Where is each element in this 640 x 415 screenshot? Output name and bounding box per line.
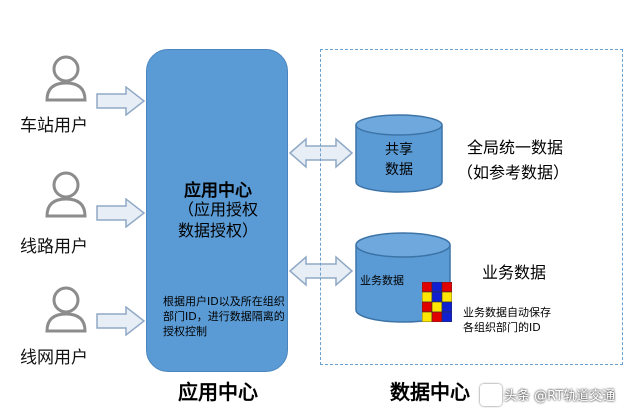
arrow-right-icon [96, 198, 146, 228]
app-center-box: 应用中心 （应用授权 数据授权） 根据用户ID以及所在组织部门ID，进行数据隔离… [146, 49, 288, 372]
app-center-subtitle-1: （应用授权 [177, 200, 258, 219]
org-id-grid [422, 282, 452, 322]
business-data-label: 业务数据 [360, 274, 404, 287]
user-label-line: 线路用户 [20, 237, 88, 257]
watermark-logo-icon [480, 384, 502, 406]
arrow-right-icon [96, 86, 146, 116]
user-icon [45, 55, 87, 102]
double-arrow-icon [288, 255, 354, 287]
app-center-subtitle-2: 数据授权） [177, 221, 258, 240]
data-center-box [320, 49, 623, 365]
shared-desc-line-2: （如参考数据） [457, 163, 570, 182]
user-label-station: 车站用户 [20, 116, 88, 136]
business-data-title: 业务数据 [482, 263, 547, 282]
app-center-title: 应用中心 [184, 181, 252, 201]
arrow-right-icon [96, 306, 146, 336]
shared-desc-line-1: 全局统一数据 [467, 138, 564, 157]
shared-data-cylinder [355, 114, 443, 193]
double-arrow-icon [288, 137, 354, 169]
shared-data-label-1: 共享 [385, 142, 413, 158]
business-desc-line-2: 各组织部门的ID [463, 321, 541, 334]
shared-data-label-2: 数据 [385, 162, 413, 178]
app-center-note: 根据用户ID以及所在组织部门ID，进行数据隔离的授权控制 [163, 295, 285, 338]
user-icon [45, 286, 87, 333]
app-center-footer: 应用中心 [178, 380, 258, 404]
user-icon [45, 171, 87, 218]
watermark-text: 头条 @RT轨道交通 [504, 389, 616, 404]
data-center-footer: 数据中心 [390, 380, 470, 404]
business-desc-line-1: 业务数据自动保存 [463, 306, 551, 319]
user-label-network: 线网用户 [20, 348, 88, 368]
